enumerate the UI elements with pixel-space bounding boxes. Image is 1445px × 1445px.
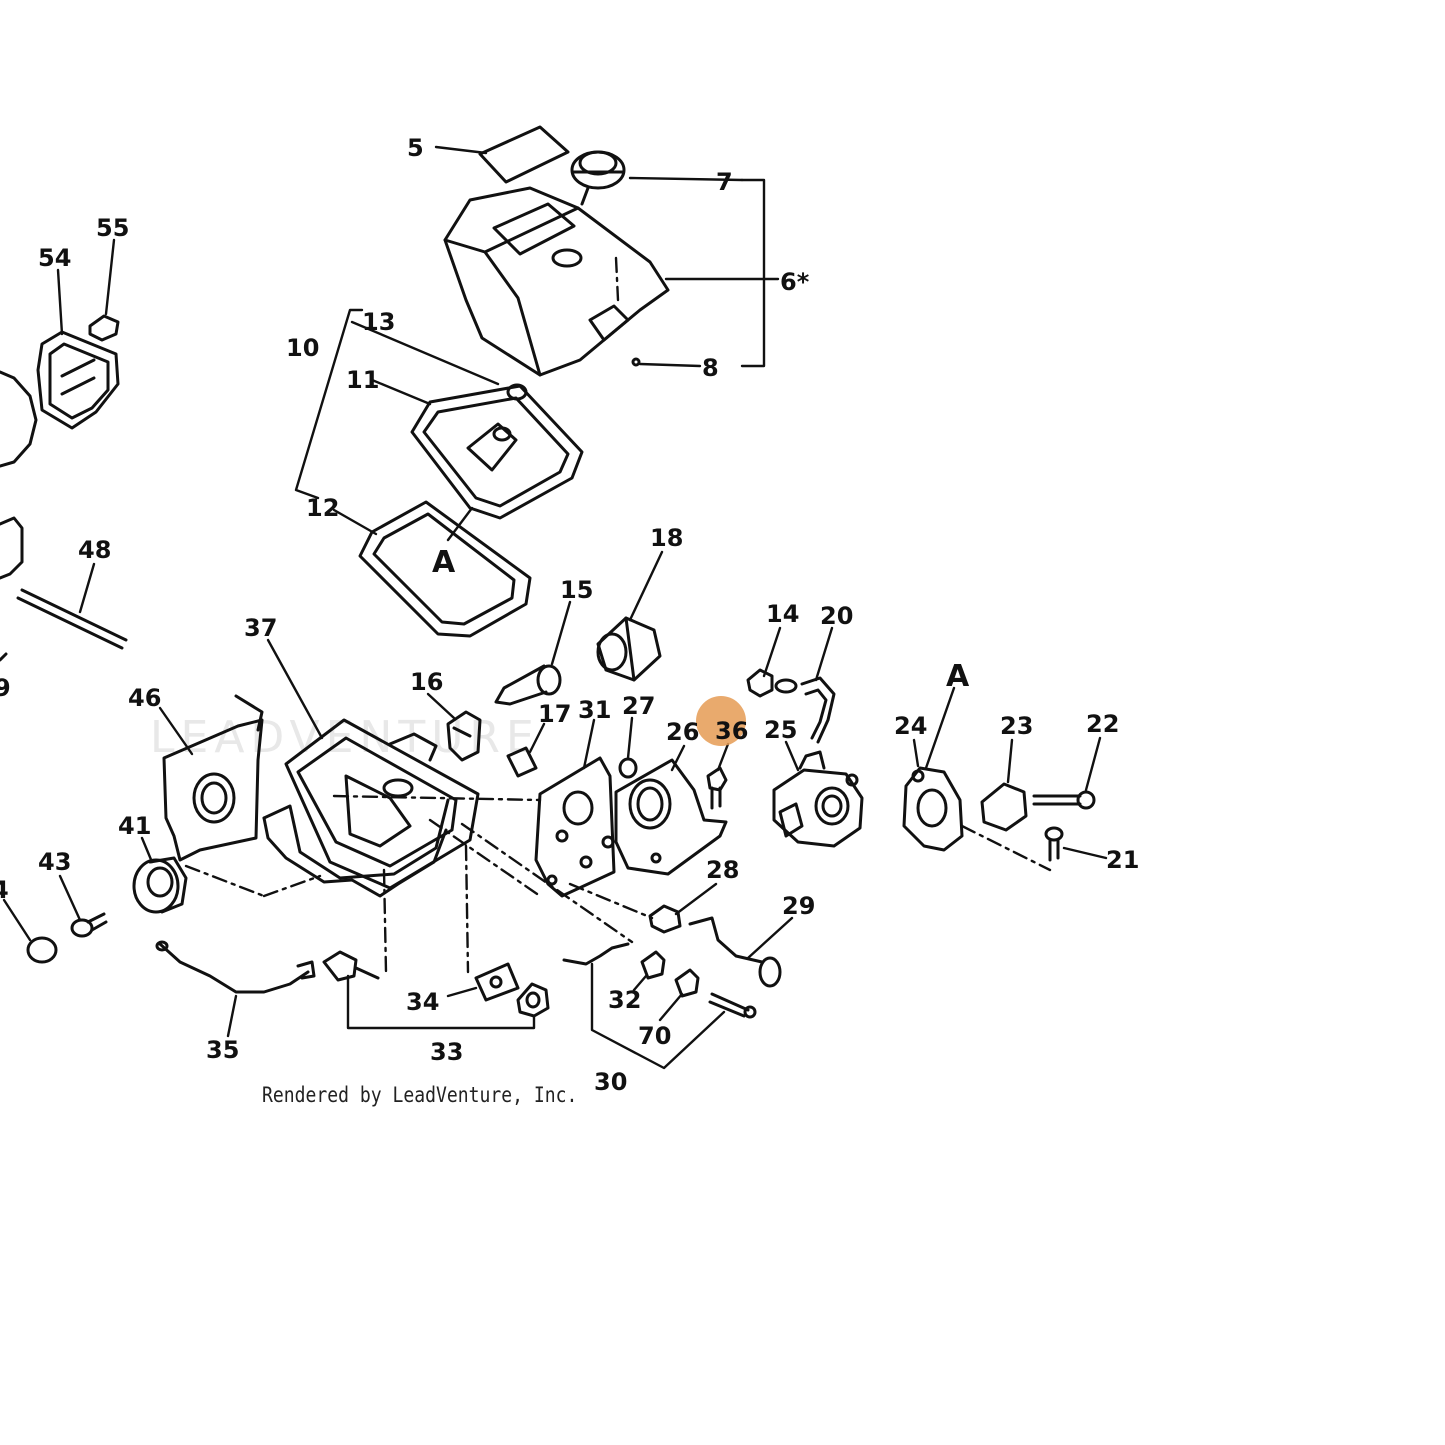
part-nut-14 [746, 668, 798, 698]
callout-23[interactable]: 23 [1000, 712, 1033, 740]
part-bushing-32 [640, 950, 666, 980]
callout-26[interactable]: 26 [666, 718, 699, 746]
part-plate-31 [534, 756, 616, 898]
callout-5[interactable]: 5 [407, 134, 424, 162]
part-bushing-70 [674, 968, 700, 998]
part-cover-23 [980, 782, 1028, 832]
part-plate-46 [162, 694, 264, 862]
assembly-lines [184, 256, 1052, 974]
part-nut-34 [516, 982, 550, 1018]
part-cable-35 [155, 940, 316, 994]
callout-A-filter[interactable]: A [432, 545, 456, 580]
callout-32[interactable]: 32 [608, 986, 641, 1014]
callout-20[interactable]: 20 [820, 602, 853, 630]
callout-46[interactable]: 46 [128, 684, 161, 712]
part-manifold-26 [601, 758, 728, 876]
callout-31[interactable]: 31 [578, 696, 611, 724]
part-fuel-cap-7 [570, 150, 626, 206]
part-air-filter-frame-12 [358, 500, 532, 638]
callout-48[interactable]: 48 [78, 536, 111, 564]
callout-12[interactable]: 12 [306, 494, 339, 522]
part-switch-33 [322, 950, 380, 982]
callout-37[interactable]: 37 [244, 614, 277, 642]
part-screw-36 [706, 766, 728, 810]
callout-25[interactable]: 25 [764, 716, 797, 744]
callout-36[interactable]: 36 [715, 717, 748, 745]
part-screw-43 [70, 912, 108, 938]
callout-34[interactable]: 34 [406, 988, 439, 1016]
callout-33[interactable]: 33 [430, 1038, 463, 1066]
callout-55[interactable]: 55 [96, 214, 129, 242]
part-tank-37 [262, 718, 480, 898]
callout-13[interactable]: 13 [362, 308, 395, 336]
part-grommet-18 [596, 616, 662, 682]
part-washer-4 [26, 936, 58, 964]
callout-9[interactable]: 9 [0, 674, 11, 702]
callout-7[interactable]: 7 [716, 168, 733, 196]
part-bushing-28 [648, 904, 682, 934]
callout-28[interactable]: 28 [706, 856, 739, 884]
callout-21[interactable]: 21 [1106, 846, 1139, 874]
callout-4[interactable]: 4 [0, 876, 9, 904]
callout-10[interactable]: 10 [286, 334, 319, 362]
part-stud-48 [16, 588, 128, 650]
render-credit: Rendered by LeadVenture, Inc. [262, 1083, 578, 1107]
part-mount-41 [132, 856, 188, 914]
callout-24[interactable]: 24 [894, 712, 927, 740]
part-screw-21 [1044, 826, 1064, 862]
callout-30[interactable]: 30 [594, 1068, 627, 1096]
leader-lines [2, 145, 1108, 1070]
callout-22[interactable]: 22 [1086, 710, 1119, 738]
part-edge-left-9 [0, 652, 8, 662]
callout-35[interactable]: 35 [206, 1036, 239, 1064]
part-ring-27 [618, 757, 638, 779]
part-screw-55 [88, 314, 120, 342]
part-bracket-16 [446, 710, 482, 762]
callout-70[interactable]: 70 [638, 1022, 671, 1050]
part-plate-34 [474, 962, 520, 1002]
part-cover-6 [443, 186, 670, 377]
callout-labels: 5 7 6* 8 13 10 11 12 A 55 54 48 18 15 14… [0, 134, 1139, 1096]
part-carburetor-25 [772, 750, 864, 848]
callout-highlight-marker [696, 696, 746, 746]
part-pin-30 [708, 992, 757, 1019]
part-cover-54 [0, 330, 120, 468]
part-screw-22 [1032, 790, 1096, 810]
callout-11[interactable]: 11 [346, 366, 379, 394]
part-gasket-17 [506, 746, 538, 778]
callout-17[interactable]: 17 [538, 700, 571, 728]
callout-16[interactable]: 16 [410, 668, 443, 696]
callout-14[interactable]: 14 [766, 600, 799, 628]
part-fuel-line-20 [800, 676, 836, 744]
callout-8[interactable]: 8 [702, 354, 719, 382]
callout-15[interactable]: 15 [560, 576, 593, 604]
callout-A-flange[interactable]: A [946, 659, 970, 694]
callout-41[interactable]: 41 [118, 812, 151, 840]
part-bolt-15 [494, 664, 562, 706]
part-spring-30 [562, 942, 630, 966]
callout-43[interactable]: 43 [38, 848, 71, 876]
part-decal-5 [478, 125, 570, 184]
callout-29[interactable]: 29 [782, 892, 815, 920]
part-flange-24 [902, 766, 964, 852]
part-throttle-29 [688, 916, 782, 988]
callout-6[interactable]: 6* [780, 268, 810, 296]
part-air-filter-11 [410, 383, 584, 520]
callout-54[interactable]: 54 [38, 244, 71, 272]
callout-27[interactable]: 27 [622, 692, 655, 720]
part-gasket-left [0, 516, 24, 580]
callout-18[interactable]: 18 [650, 524, 683, 552]
